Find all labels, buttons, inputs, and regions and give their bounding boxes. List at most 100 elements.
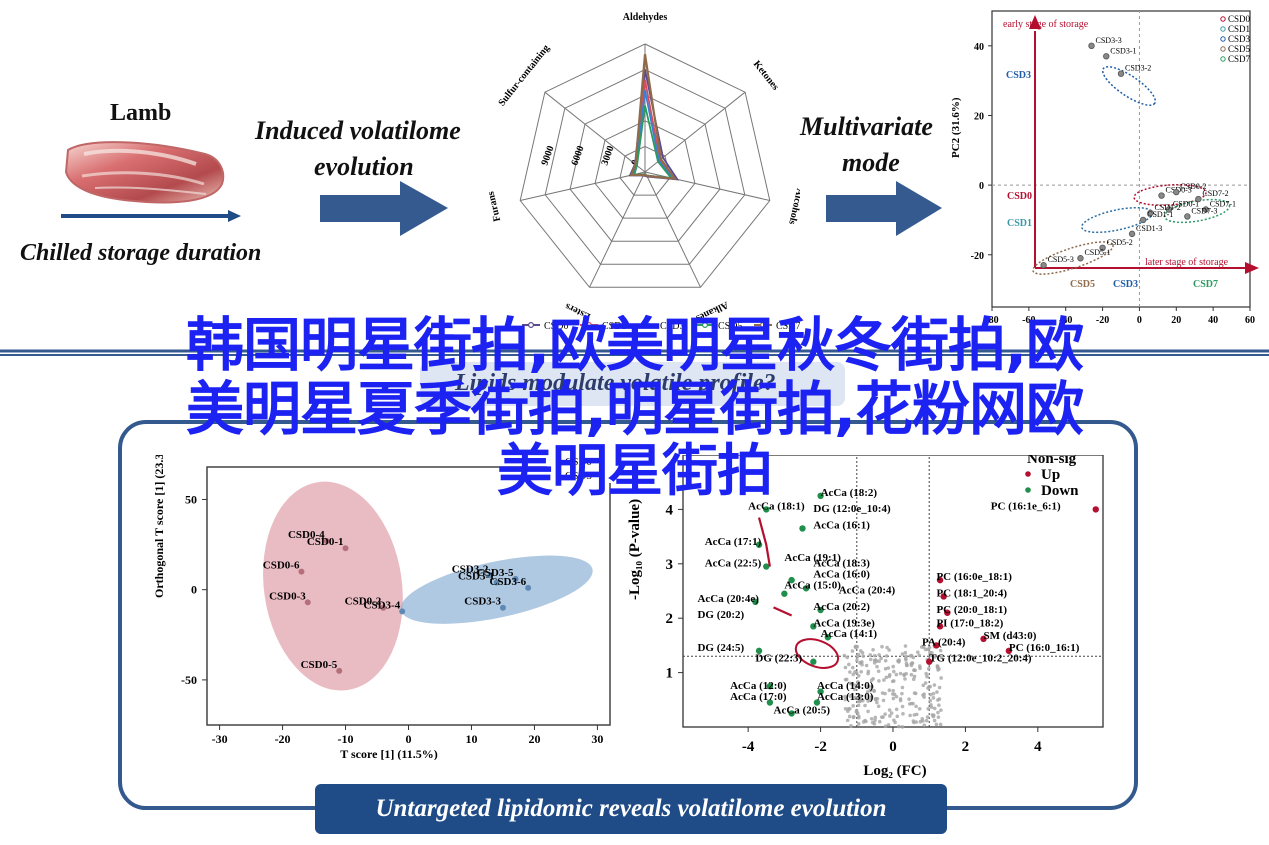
volcano-gray-point bbox=[937, 715, 941, 719]
volcano-gray-point bbox=[884, 659, 888, 663]
radar-chart: AldehydesKetonesAlcoholsAlkanesEstersFur… bbox=[470, 4, 800, 344]
volcano-gray-point bbox=[892, 670, 896, 674]
volcano-gray-point bbox=[914, 720, 918, 724]
volcano-gray-point bbox=[866, 672, 870, 676]
bottom-bar: Untargeted lipidomic reveals volatilome … bbox=[315, 784, 947, 834]
volcano-label: DG (22:3) bbox=[755, 653, 802, 665]
volcano-gray-point bbox=[933, 683, 937, 687]
pca-csd0-label: CSD0 bbox=[1007, 191, 1032, 202]
volcano-gray-point bbox=[847, 707, 851, 711]
volcano-gray-point bbox=[910, 661, 914, 665]
volcano-gray-point bbox=[881, 715, 885, 719]
volcano-gray-point bbox=[893, 721, 897, 725]
volcano-gray-point bbox=[895, 715, 899, 719]
volcano-red-point bbox=[1093, 506, 1099, 512]
radar-axis-label: Ketones bbox=[751, 59, 781, 93]
volcano-gray-point bbox=[863, 704, 867, 708]
volcano-y-tick-label: 1 bbox=[666, 666, 674, 682]
volcano-gray-point bbox=[877, 653, 881, 657]
volcano-green-point bbox=[810, 659, 816, 665]
volcano-y-tick-label: 3 bbox=[666, 557, 674, 573]
arrow-1 bbox=[320, 181, 448, 236]
volcano-gray-point bbox=[899, 672, 903, 676]
pca-point-label: CSD3-1 bbox=[1110, 46, 1136, 55]
opls-x-tick-label: 30 bbox=[591, 732, 603, 746]
volcano-gray-point bbox=[868, 653, 872, 657]
volcano-gray-point bbox=[852, 715, 856, 719]
pca-legend-label: CSD3 bbox=[1228, 34, 1251, 44]
volcano-gray-point bbox=[887, 666, 891, 670]
volcano-gray-point bbox=[914, 705, 918, 709]
volcano-gray-point bbox=[904, 657, 908, 661]
volcano-gray-point bbox=[907, 697, 911, 701]
pca-point bbox=[1159, 193, 1165, 199]
volcano-gray-point bbox=[848, 670, 852, 674]
pca-point bbox=[1041, 262, 1047, 268]
volcano-gray-point bbox=[875, 665, 879, 669]
pca-csd1-label: CSD1 bbox=[1007, 218, 1032, 229]
volcano-gray-point bbox=[855, 655, 859, 659]
volcano-gray-point bbox=[862, 720, 866, 724]
volcano-gray-point bbox=[861, 654, 865, 658]
volcano-gray-point bbox=[884, 725, 888, 729]
volcano-gray-point bbox=[870, 717, 874, 721]
opls-x-tick-label: -30 bbox=[212, 732, 228, 746]
volcano-gray-point bbox=[873, 659, 877, 663]
volcano-gray-point bbox=[880, 645, 884, 649]
overlay-line-2: 美明星夏季街拍,明星街拍,花粉网欧 bbox=[0, 380, 1269, 438]
volcano-gray-point bbox=[938, 686, 942, 690]
volcano-ylabel: -Log₁₀ (P-value) bbox=[627, 499, 643, 600]
volcano-gray-point bbox=[855, 659, 859, 663]
volcano-gray-point bbox=[861, 651, 865, 655]
opls-x-tick-label: 0 bbox=[406, 732, 412, 746]
radar-axis-label: Furans bbox=[486, 190, 504, 222]
opls-point-label: CSD0-3 bbox=[269, 590, 306, 602]
volcano-gray-point bbox=[917, 653, 921, 657]
opls-x-tick-label: 20 bbox=[528, 732, 540, 746]
volcano-gray-point bbox=[922, 723, 926, 727]
arrow-2 bbox=[826, 181, 942, 236]
volcano-gray-point bbox=[921, 719, 925, 723]
volcano-label: AcCa (17:1) bbox=[705, 536, 762, 548]
pca-legend-label: CSD5 bbox=[1228, 44, 1251, 54]
volcano-gray-point bbox=[882, 699, 886, 703]
pca-csd3-label: CSD3 bbox=[1006, 70, 1031, 81]
volcano-gray-point bbox=[851, 673, 855, 677]
opls-point-label: CSD3-4 bbox=[364, 599, 401, 611]
volcano-gray-point bbox=[933, 707, 937, 711]
opls-point-label: CSD0-1 bbox=[307, 536, 344, 548]
volcano-gray-point bbox=[855, 710, 859, 714]
volcano-gray-point bbox=[897, 725, 901, 729]
volcano-gray-point bbox=[869, 658, 873, 662]
volcano-label: PI (17:0_18:2) bbox=[936, 617, 1003, 629]
pca-y-tick-label: -20 bbox=[971, 251, 984, 262]
volcano-gray-point bbox=[859, 670, 863, 674]
pca-chart: -80-60-40-20020406040200-20PC2 (31.6%)ea… bbox=[945, 3, 1265, 333]
volcano-gray-point bbox=[901, 705, 905, 709]
volcano-gray-point bbox=[878, 720, 882, 724]
overlay-line-1: 韩国明星街拍,欧美明星秋冬街拍,欧 bbox=[0, 316, 1269, 374]
pca-later-label: later stage of storage bbox=[1145, 257, 1229, 268]
pca-legend-marker bbox=[1221, 57, 1225, 61]
volcano-gray-point bbox=[851, 704, 855, 708]
volcano-green-point bbox=[781, 591, 787, 597]
volcano-gray-point bbox=[892, 679, 896, 683]
pca-csd7-label: CSD7 bbox=[1193, 279, 1218, 290]
opls-point-label: CSD0-5 bbox=[301, 659, 338, 671]
pca-y-tick-label: 40 bbox=[974, 42, 984, 53]
volcano-gray-point bbox=[851, 649, 855, 653]
volcano-y-tick-label: 2 bbox=[666, 611, 674, 627]
radar-tick-label: 6000 bbox=[569, 144, 586, 167]
volcano-gray-point bbox=[865, 664, 869, 668]
volcano-gray-point bbox=[914, 692, 918, 696]
volcano-gray-point bbox=[888, 688, 892, 692]
volcano-gray-point bbox=[910, 673, 914, 677]
volcano-gray-point bbox=[877, 669, 881, 673]
volcano-gray-point bbox=[931, 713, 935, 717]
volcano-gray-point bbox=[910, 654, 914, 658]
volcano-gray-point bbox=[857, 722, 861, 726]
pca-y-tick-label: 20 bbox=[974, 111, 984, 122]
volcano-gray-point bbox=[912, 668, 916, 672]
volcano-label: PC (16:0e_18:1) bbox=[936, 571, 1012, 583]
volcano-gray-point bbox=[926, 715, 930, 719]
